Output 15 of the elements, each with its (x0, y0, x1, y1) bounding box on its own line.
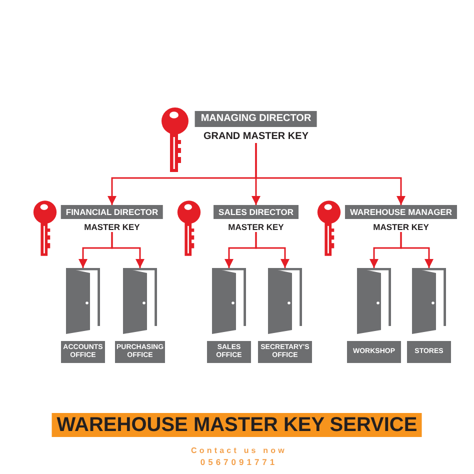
key-level-text: GRAND MASTER KEY (203, 131, 308, 143)
title-banner: WAREHOUSE MASTER KEY SERVICE (52, 413, 422, 437)
arrow (255, 143, 406, 205)
role-label: FINANCIAL DIRECTOR (60, 205, 164, 219)
arrow (111, 232, 144, 268)
arrow (400, 232, 434, 268)
arrow (255, 232, 290, 268)
key-level-text: MASTER KEY (84, 222, 140, 232)
key-level-text: MASTER KEY (373, 222, 429, 232)
role-label: SALES DIRECTOR (214, 205, 298, 219)
key-level-text: MASTER KEY (228, 222, 284, 232)
footer-text: Contact us now (191, 446, 287, 456)
role-label: WAREHOUSE MANAGER (345, 205, 457, 219)
role-label: MANAGING DIRECTOR (194, 111, 318, 127)
footer-text: 0567091771 (200, 457, 278, 467)
